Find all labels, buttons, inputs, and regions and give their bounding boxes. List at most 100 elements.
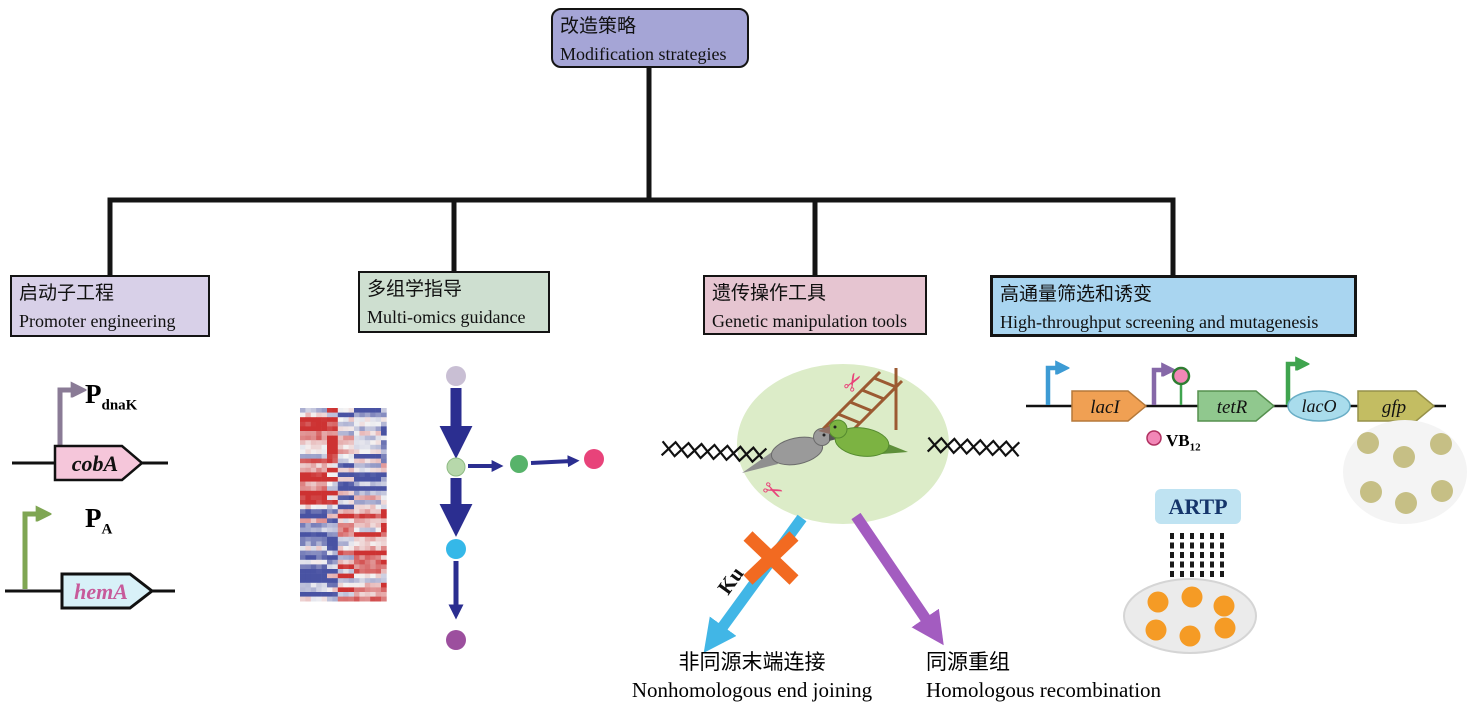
heatmap-cell bbox=[321, 555, 328, 561]
heatmap-cell bbox=[354, 587, 360, 593]
heatmap-cell bbox=[343, 477, 349, 482]
heatmap-cell bbox=[300, 449, 306, 455]
artp-particle bbox=[1200, 571, 1204, 577]
heatmap-cell bbox=[354, 532, 360, 538]
heatmap-cell bbox=[300, 578, 306, 584]
heatmap-cell bbox=[310, 541, 317, 547]
heatmap-cell bbox=[310, 569, 317, 574]
heatmap-cell bbox=[381, 440, 387, 446]
heatmap-cell bbox=[300, 509, 306, 515]
heatmap-cell bbox=[370, 481, 376, 487]
heatmap-cell bbox=[300, 532, 306, 538]
heatmap-cell bbox=[337, 559, 344, 565]
heatmap-cell bbox=[300, 477, 306, 482]
heatmap-cell bbox=[327, 463, 333, 469]
heatmap-cell bbox=[305, 458, 312, 464]
colony-dot bbox=[1214, 617, 1236, 639]
heatmap-cell bbox=[310, 573, 317, 579]
heatmap-cell bbox=[359, 523, 366, 528]
promoter-purple-arrow bbox=[1151, 370, 1166, 405]
heatmap-cell bbox=[321, 541, 328, 547]
heatmap-cell bbox=[354, 500, 360, 505]
heatmap-cell bbox=[343, 587, 349, 593]
heatmap-cell bbox=[381, 417, 387, 423]
heatmap-cell bbox=[321, 569, 328, 574]
heatmap-cell bbox=[370, 463, 376, 469]
heatmap-cell bbox=[364, 555, 371, 561]
heatmap-cell bbox=[327, 592, 333, 597]
heatmap-cell bbox=[343, 582, 349, 588]
petri-dish bbox=[1123, 578, 1257, 654]
heatmap-cell bbox=[359, 527, 366, 533]
heatmap-cell bbox=[337, 523, 344, 528]
heatmap-cell bbox=[359, 412, 366, 418]
heatmap-cell bbox=[332, 426, 339, 432]
heatmap-cell bbox=[332, 431, 339, 436]
heatmap-cell bbox=[305, 463, 312, 469]
heatmap-cell bbox=[316, 490, 322, 496]
heatmap-cell bbox=[327, 532, 333, 538]
heatmap-cell bbox=[381, 569, 387, 574]
heatmap-cell bbox=[310, 454, 317, 459]
heatmap-cell bbox=[327, 467, 333, 473]
heatmap-cell bbox=[343, 513, 349, 519]
heatmap-cell bbox=[337, 486, 344, 492]
heatmap-cell bbox=[375, 454, 382, 459]
heatmap-cell bbox=[316, 569, 322, 574]
artp-particle bbox=[1210, 571, 1214, 577]
heatmap-cell bbox=[354, 513, 360, 519]
heatmap-cell bbox=[316, 444, 322, 450]
heatmap-cell bbox=[305, 536, 312, 542]
artp-particle bbox=[1220, 571, 1224, 577]
artp-particle bbox=[1180, 542, 1184, 549]
heatmap-cell bbox=[348, 481, 355, 487]
heatmap-cell bbox=[327, 569, 333, 574]
heatmap-cell bbox=[343, 421, 349, 427]
heatmap-cell bbox=[354, 463, 360, 469]
heatmap-cell bbox=[343, 490, 349, 496]
heatmap-cell bbox=[327, 513, 333, 519]
heatmap-cell bbox=[343, 532, 349, 538]
heatmap-cell bbox=[300, 426, 306, 432]
heatmap-cell bbox=[310, 486, 317, 492]
heatmap-cell bbox=[305, 449, 312, 455]
heatmap-cell bbox=[300, 582, 306, 588]
heatmap-cell bbox=[354, 509, 360, 515]
branch-node-promoter-engineering: 启动子工程 Promoter engineering bbox=[10, 275, 210, 337]
heatmap-cell bbox=[332, 481, 339, 487]
operator-label-lacO: lacO bbox=[1302, 396, 1337, 416]
lollipop-head bbox=[1171, 366, 1191, 386]
heatmap-cell bbox=[321, 500, 328, 505]
heatmap-cell bbox=[354, 518, 360, 524]
heatmap-cell bbox=[321, 509, 328, 515]
heatmap-cell bbox=[343, 546, 349, 551]
promoter1-label: PdnaK bbox=[85, 379, 137, 414]
heatmap-cell bbox=[337, 458, 344, 464]
heatmap-cell bbox=[354, 486, 360, 492]
heatmap-cell bbox=[321, 431, 328, 436]
heatmap-cell bbox=[310, 523, 317, 528]
heatmap-cell bbox=[359, 408, 366, 413]
heatmap-cell bbox=[354, 490, 360, 496]
heatmap-cell bbox=[337, 481, 344, 487]
heatmap-cell bbox=[337, 467, 344, 473]
heatmap-cell bbox=[343, 426, 349, 432]
promoter1-bent-arrow bbox=[57, 390, 76, 461]
heatmap-cell bbox=[364, 449, 371, 455]
heatmap-cell bbox=[375, 578, 382, 584]
heatmap-cell bbox=[310, 509, 317, 515]
heatmap-cell bbox=[343, 435, 349, 441]
heatmap-cell bbox=[375, 573, 382, 579]
heatmap-cell bbox=[370, 555, 376, 561]
heatmap-cell bbox=[375, 477, 382, 482]
heatmap-cell bbox=[321, 486, 328, 492]
artp-particle bbox=[1210, 533, 1214, 539]
heatmap-cell bbox=[364, 518, 371, 524]
heatmap-cell bbox=[327, 555, 333, 561]
heatmap-cell bbox=[354, 440, 360, 446]
heatmap-cell bbox=[316, 500, 322, 505]
heatmap-cell bbox=[354, 550, 360, 556]
heatmap-cell bbox=[370, 458, 376, 464]
heatmap-cell bbox=[375, 408, 382, 413]
hr-label: 同源重组 Homologous recombination bbox=[926, 648, 1216, 705]
